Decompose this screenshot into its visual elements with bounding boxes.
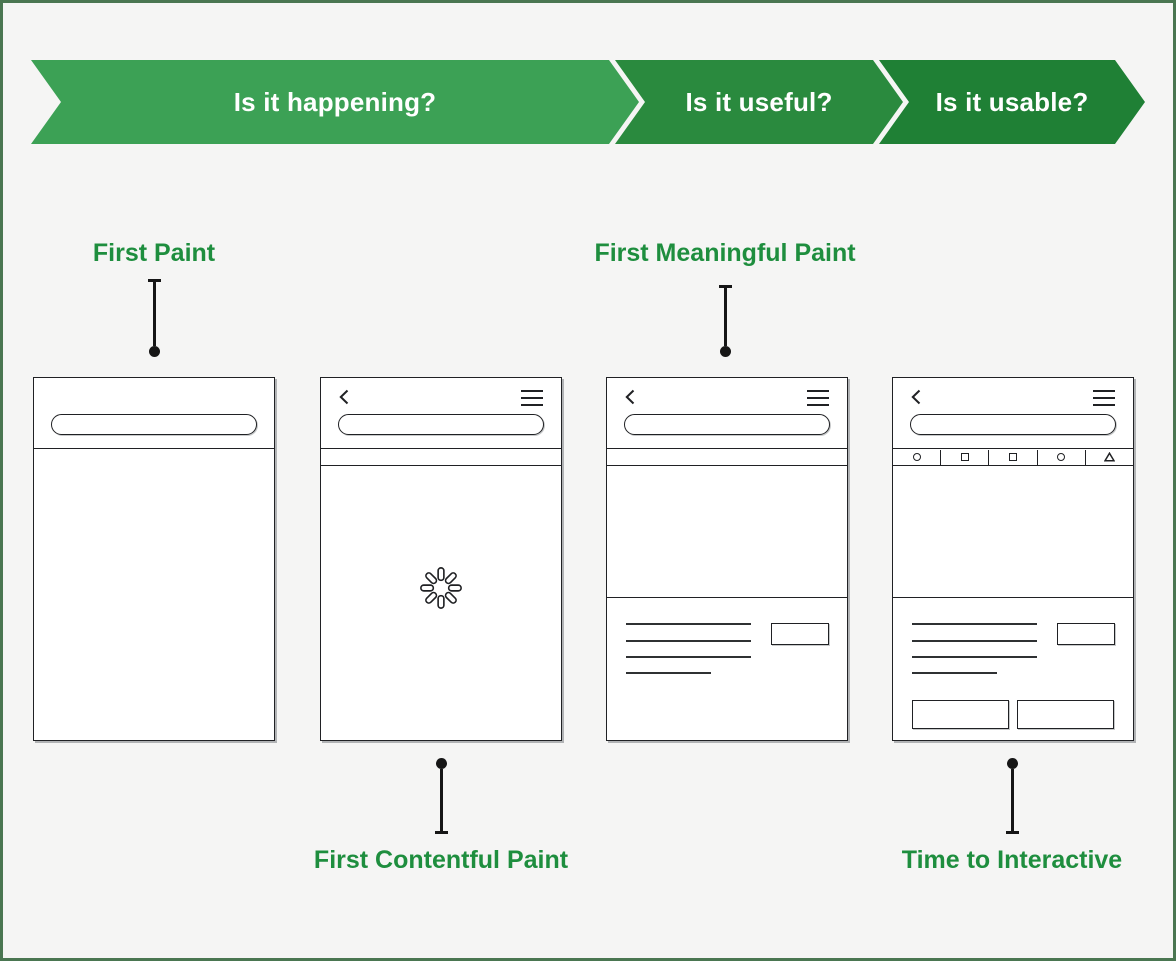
circle-icon [912,453,921,462]
url-bar [51,414,257,435]
header-divider [321,448,561,449]
text-line [912,623,1037,625]
phone-interactive-screen [892,377,1134,741]
back-icon [339,389,349,410]
bottom-button-right [1017,700,1114,729]
url-bar [338,414,544,435]
square-icon [960,453,969,462]
text-line [626,623,751,625]
tab-toolbar [893,449,1133,466]
chevron-is-it-useful: Is it useful? [615,60,903,144]
phone-blank-screen [33,377,275,741]
text-line [626,672,711,674]
pointer-dot [719,346,731,357]
pointer-stem [152,282,156,346]
chevron-label: Is it usable? [935,86,1089,117]
toolbar-tab[interactable] [989,449,1038,466]
back-icon [911,389,921,410]
pointer-dot [148,346,160,357]
chevron-is-it-usable: Is it usable? [879,60,1145,144]
chevron-label: Is it useful? [685,86,833,117]
square-icon [1009,453,1017,462]
pointer-cap [147,279,161,282]
text-line [626,640,751,642]
hero-divider [607,597,847,598]
toolbar-divider [893,465,1133,466]
pointer-cap [434,831,448,834]
pointer-stem [1010,769,1014,831]
toolbar-tab[interactable] [1086,450,1133,466]
metric-label-first-contentful-paint: First Contentful Paint [313,846,569,874]
pointer-first-contentful-paint [434,758,448,834]
pointer-cap [1005,831,1019,834]
text-line [912,672,997,674]
pointer-dot [1006,758,1018,769]
url-bar [910,414,1116,435]
wireframe-button [1057,623,1115,645]
pointer-stem [439,769,443,831]
pointer-stem [723,288,727,346]
chevron-is-it-happening: Is it happening? [31,60,639,144]
pointer-first-meaningful-paint [718,285,732,357]
pointer-first-paint [147,279,161,357]
triangle-icon [1103,452,1115,462]
bottom-button-left [912,700,1009,729]
hero-divider [893,597,1133,598]
pointer-time-to-interactive [1005,758,1019,834]
text-line [912,656,1037,658]
header-divider [34,448,274,449]
circle-icon [1057,453,1066,462]
metric-label-time-to-interactive: Time to Interactive [901,846,1123,874]
toolbar-tab[interactable] [941,449,990,466]
url-bar [624,414,830,435]
text-line [912,640,1037,642]
hamburger-menu-icon [521,390,543,406]
metric-label-first-paint: First Paint [92,239,216,267]
toolbar-tab[interactable] [1038,449,1086,466]
chevron-label: Is it happening? [233,86,437,117]
hamburger-menu-icon [1093,390,1115,406]
toolbar-tab[interactable] [893,449,942,466]
back-icon [625,389,635,410]
loading-spinner-icon [418,565,464,616]
header-divider [893,448,1133,449]
header-divider [607,448,847,449]
toolbar-divider [321,465,561,466]
phone-content-screen [606,377,848,741]
toolbar-divider [607,465,847,466]
hamburger-menu-icon [807,390,829,406]
text-line [626,656,751,658]
pointer-dot [435,758,447,769]
wireframe-button [771,623,829,645]
pointer-cap [718,285,732,288]
phone-loading-screen [320,377,562,741]
metric-label-first-meaningful-paint: First Meaningful Paint [594,239,856,267]
